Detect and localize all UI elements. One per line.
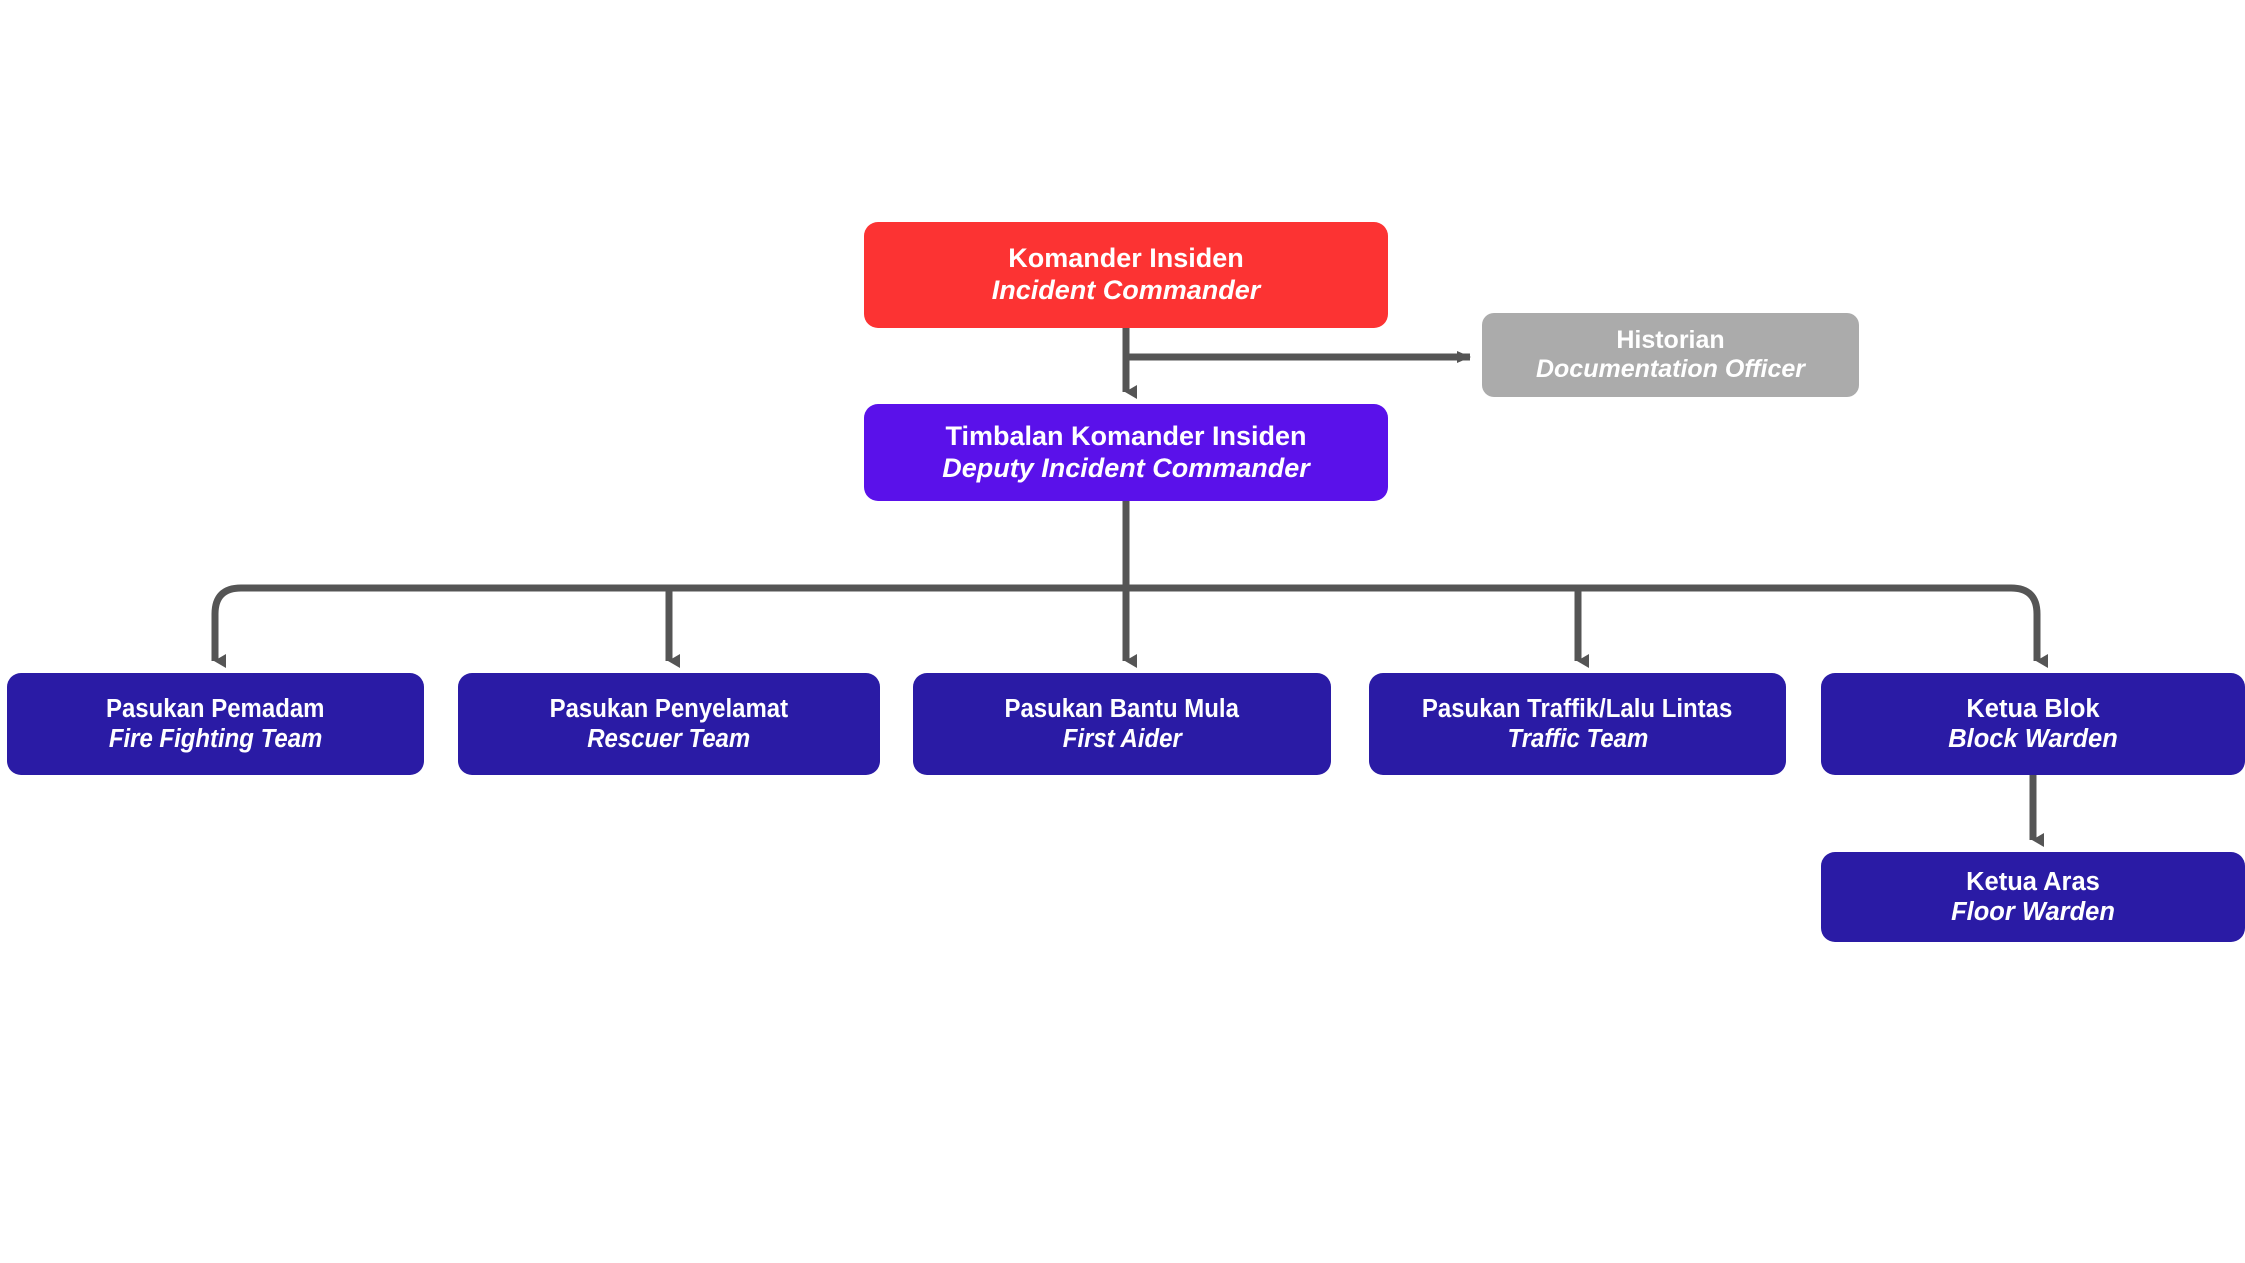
node-deputy-incident-commander[interactable]: Timbalan Komander Insiden Deputy Inciden… [864,404,1388,501]
node-subtitle: Rescuer Team [587,725,751,753]
node-title: Historian [1616,325,1725,354]
node-traffic-team[interactable]: Pasukan Traffik/Lalu Lintas Traffic Team [1369,673,1786,775]
node-subtitle: Deputy Incident Commander [942,452,1310,483]
node-title: Pasukan Bantu Mula [1004,694,1240,723]
node-title: Pasukan Traffik/Lalu Lintas [1422,694,1733,723]
node-subtitle: First Aider [1062,725,1182,753]
node-fire-fighting-team[interactable]: Pasukan Pemadam Fire Fighting Team [7,673,424,775]
node-title: Timbalan Komander Insiden [945,420,1307,451]
node-block-warden[interactable]: Ketua Blok Block Warden [1821,673,2245,775]
node-title: Ketua Blok [1966,694,2100,723]
edge-bus-line [211,584,2041,656]
node-floor-warden[interactable]: Ketua Aras Floor Warden [1821,852,2245,942]
node-title: Pasukan Penyelamat [549,694,789,723]
node-first-aider[interactable]: Pasukan Bantu Mula First Aider [913,673,1331,775]
node-subtitle: Incident Commander [991,275,1261,305]
node-subtitle: Traffic Team [1507,725,1648,753]
node-historian[interactable]: Historian Documentation Officer [1482,313,1859,397]
node-title: Ketua Aras [1966,867,2100,896]
node-incident-commander[interactable]: Komander Insiden Incident Commander [864,222,1388,328]
node-subtitle: Block Warden [1948,725,2118,753]
node-title: Komander Insiden [1008,243,1244,274]
node-subtitle: Fire Fighting Team [108,725,323,753]
node-subtitle: Documentation Officer [1535,355,1806,383]
node-rescuer-team[interactable]: Pasukan Penyelamat Rescuer Team [458,673,880,775]
node-title: Pasukan Pemadam [106,694,325,723]
node-subtitle: Floor Warden [1951,898,2115,926]
